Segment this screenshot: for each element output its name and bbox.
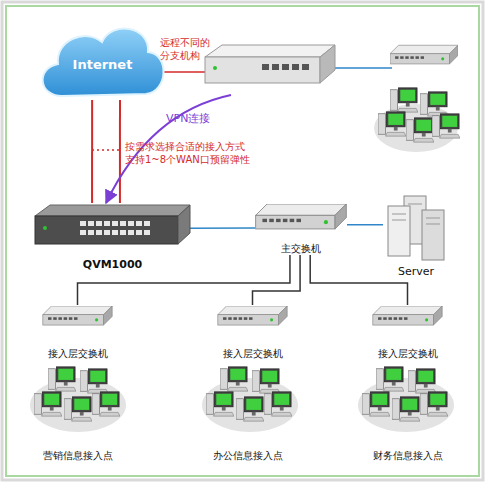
server-node: Server [383,192,449,278]
dotted-link [92,149,120,151]
node-label: 接入层交换机 [370,347,445,360]
router-node: 远程不同的 分支机构 [205,45,335,95]
qvm-device [35,205,190,244]
core-switch-node: 主交换机 [255,203,347,255]
access-switch-node: 接入层交换机 [215,305,290,360]
pc-icon [420,92,448,116]
connector-line [119,100,121,203]
node-label: 远程不同的 分支机构 [160,36,214,62]
node-label: 接入层交换机 [40,347,115,360]
access-switch-node: 接入层交换机 [370,305,445,360]
access-switch [373,306,442,325]
core-switch [256,204,347,229]
branch-wire [335,67,392,69]
connector-line [347,224,383,226]
connector-label: VPN连接 [166,112,210,125]
access-switch [218,306,287,325]
access-switch [43,306,112,325]
node-label: 办公信息接入点 [195,449,300,462]
pc-cluster [358,367,454,432]
node-label: 营销信息接入点 [25,449,130,462]
pc-group-node: 营销信息接入点 [25,362,130,462]
cloud-node: Internet [45,30,160,100]
note-text: 按需求选择合适的接入方式 支持1~8个WAN口预留弹性 [125,140,255,166]
pc-icon [378,112,406,136]
node-label: Server [383,265,449,278]
access-switch-node: 接入层交换机 [40,305,115,360]
connector-line [253,255,301,305]
pc-icon [432,114,460,138]
pc-cluster [30,367,126,432]
connector-line [190,227,255,229]
node-label: QVM1000 [35,258,190,271]
pc-group-node: 办公信息接入点 [195,362,300,462]
internet-cloud [43,29,164,96]
server-icon [388,196,444,260]
branch-router [205,45,335,83]
pc-group-node: 财务信息接入点 [355,362,460,462]
node-label: 接入层交换机 [215,347,290,360]
connector-line [160,71,205,73]
connector-line [91,100,93,203]
inner-frame [6,6,479,476]
pc-icon [406,118,434,142]
pc-icon [390,88,418,112]
pc-cluster [202,367,298,432]
node-label: 财务信息接入点 [355,449,460,462]
node-label: 主交换机 [255,242,347,255]
connector-line [310,255,407,305]
branch-switch [390,45,458,64]
gateway-node: QVM1000 [35,203,190,271]
node-label: Internet [45,58,160,71]
